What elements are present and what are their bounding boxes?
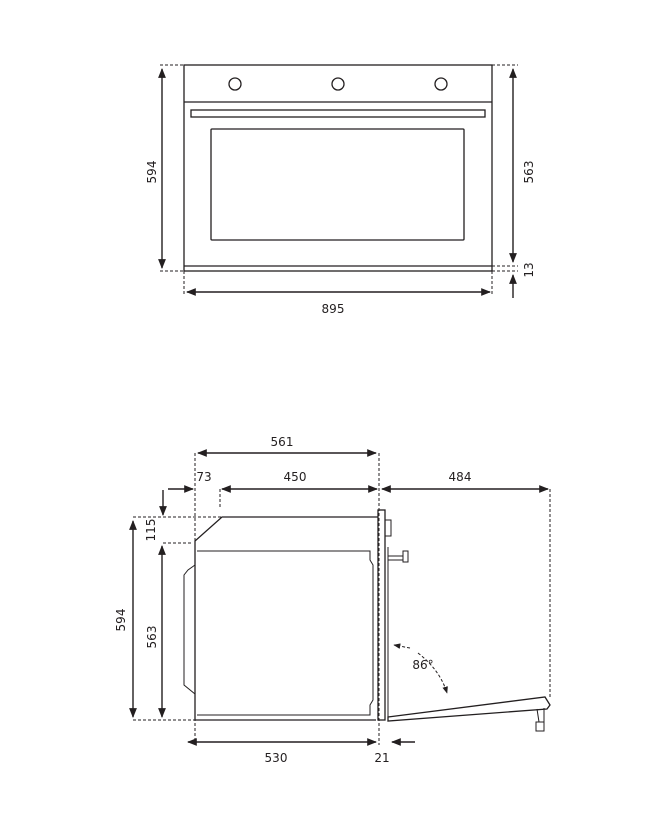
open-door [387, 696, 551, 722]
rear-bulge [183, 564, 196, 695]
dim-bottom-gap: 13 [522, 262, 536, 277]
dim-height-body-side: 563 [145, 626, 159, 649]
oven-body-outline [194, 516, 378, 721]
knob-icon [228, 77, 242, 91]
dim-width: 895 [322, 302, 345, 316]
dim-depth-total: 561 [271, 435, 294, 449]
dim-front-panel: 21 [374, 751, 389, 765]
dim-height-body: 563 [522, 161, 536, 184]
oven-front-frame [183, 64, 493, 272]
dim-top-step: 115 [144, 519, 158, 542]
knob-icon [434, 77, 448, 91]
dim-top-offset: 73 [196, 470, 211, 484]
front-panel [377, 509, 386, 721]
dim-height-total: 594 [145, 161, 159, 184]
door-foot [535, 721, 545, 732]
oven-cavity [197, 550, 374, 716]
side-view: 561 73 450 484 115 594 563 530 21 86° [114, 435, 551, 765]
front-view: 594 563 13 895 [145, 64, 536, 316]
handle-stub [388, 555, 403, 561]
door-handle [190, 109, 486, 118]
dim-height-total-side: 594 [114, 609, 128, 632]
door-leg [536, 708, 545, 723]
control-knob [384, 519, 392, 537]
knob-icon [331, 77, 345, 91]
dim-depth-body: 530 [265, 751, 288, 765]
angle-arc [393, 643, 411, 649]
door-window [210, 128, 465, 241]
dim-depth-top: 450 [284, 470, 307, 484]
angle-arc [417, 652, 448, 694]
dim-door-open-depth: 484 [449, 470, 472, 484]
dim-door-angle: 86° [412, 658, 433, 672]
handle-knob [402, 550, 409, 563]
